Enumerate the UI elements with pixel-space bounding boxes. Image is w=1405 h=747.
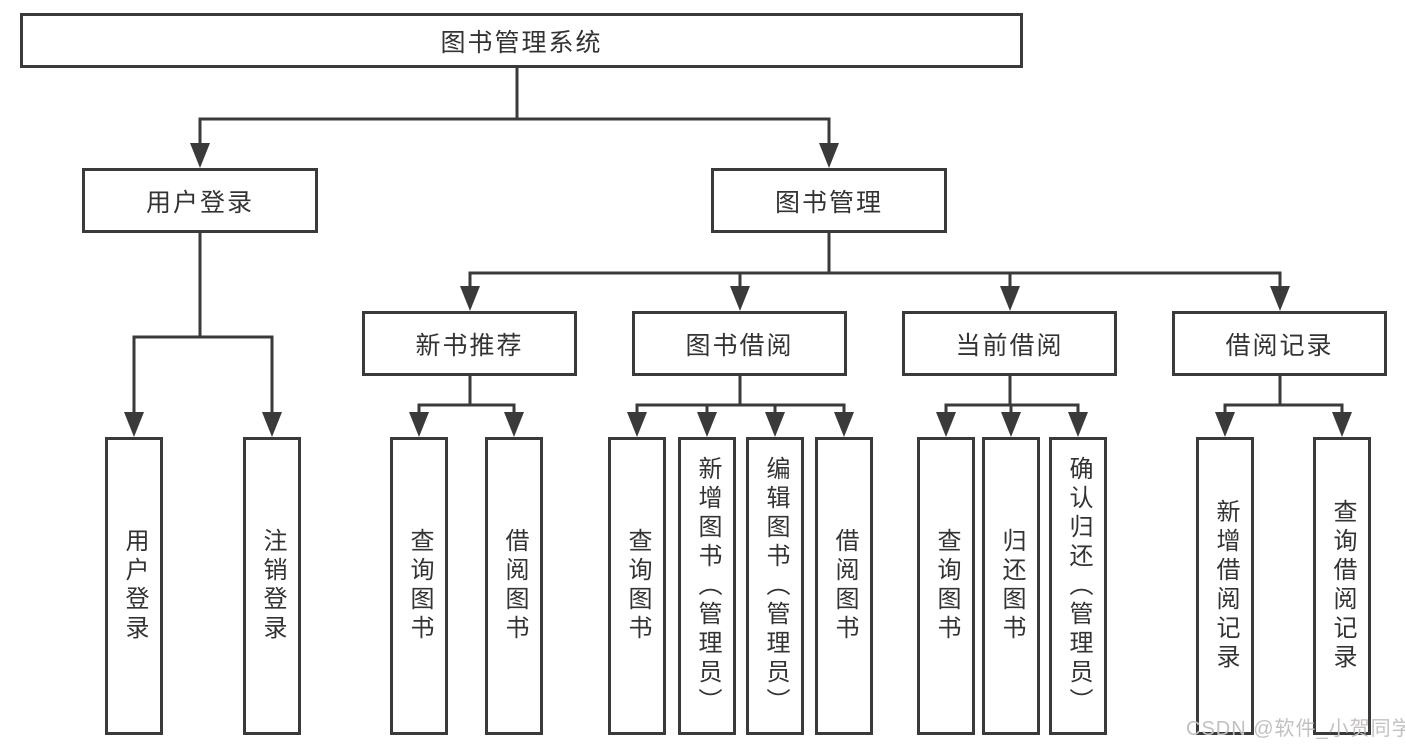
leaf-confirm-return-admin: 确认归还（管理员） — [1049, 437, 1107, 735]
leaf-logout: 注销登录 — [243, 437, 301, 735]
leaf-add-borrow-record: 新增借阅记录 — [1196, 437, 1254, 735]
leaf-return-book: 归还图书 — [982, 437, 1040, 735]
node-current-borrow: 当前借阅 — [902, 311, 1117, 376]
arrowheads — [124, 143, 1352, 437]
leaf-edit-book-admin: 编辑图书（管理员） — [746, 437, 804, 735]
leaf-add-book-admin: 新增图书（管理员） — [678, 437, 736, 735]
leaf-borrow-books: 借阅图书 — [815, 437, 873, 735]
node-root: 图书管理系统 — [20, 13, 1023, 68]
node-user-login: 用户登录 — [82, 168, 318, 233]
node-book-borrow: 图书借阅 — [632, 311, 847, 376]
leaf-query-borrow-record: 查询借阅记录 — [1313, 437, 1371, 735]
leaf-borrow-books-recommend: 借阅图书 — [485, 437, 543, 735]
watermark-text: CSDN @软件_小贺同学 — [1186, 718, 1405, 740]
leaf-query-books-current: 查询图书 — [917, 437, 975, 735]
node-borrow-records: 借阅记录 — [1172, 311, 1387, 376]
node-book-management: 图书管理 — [711, 168, 947, 233]
node-new-book-recommend: 新书推荐 — [362, 311, 577, 376]
leaf-query-books-borrow: 查询图书 — [608, 437, 666, 735]
leaf-user-login: 用户登录 — [105, 437, 163, 735]
leaf-query-books-recommend: 查询图书 — [390, 437, 448, 735]
